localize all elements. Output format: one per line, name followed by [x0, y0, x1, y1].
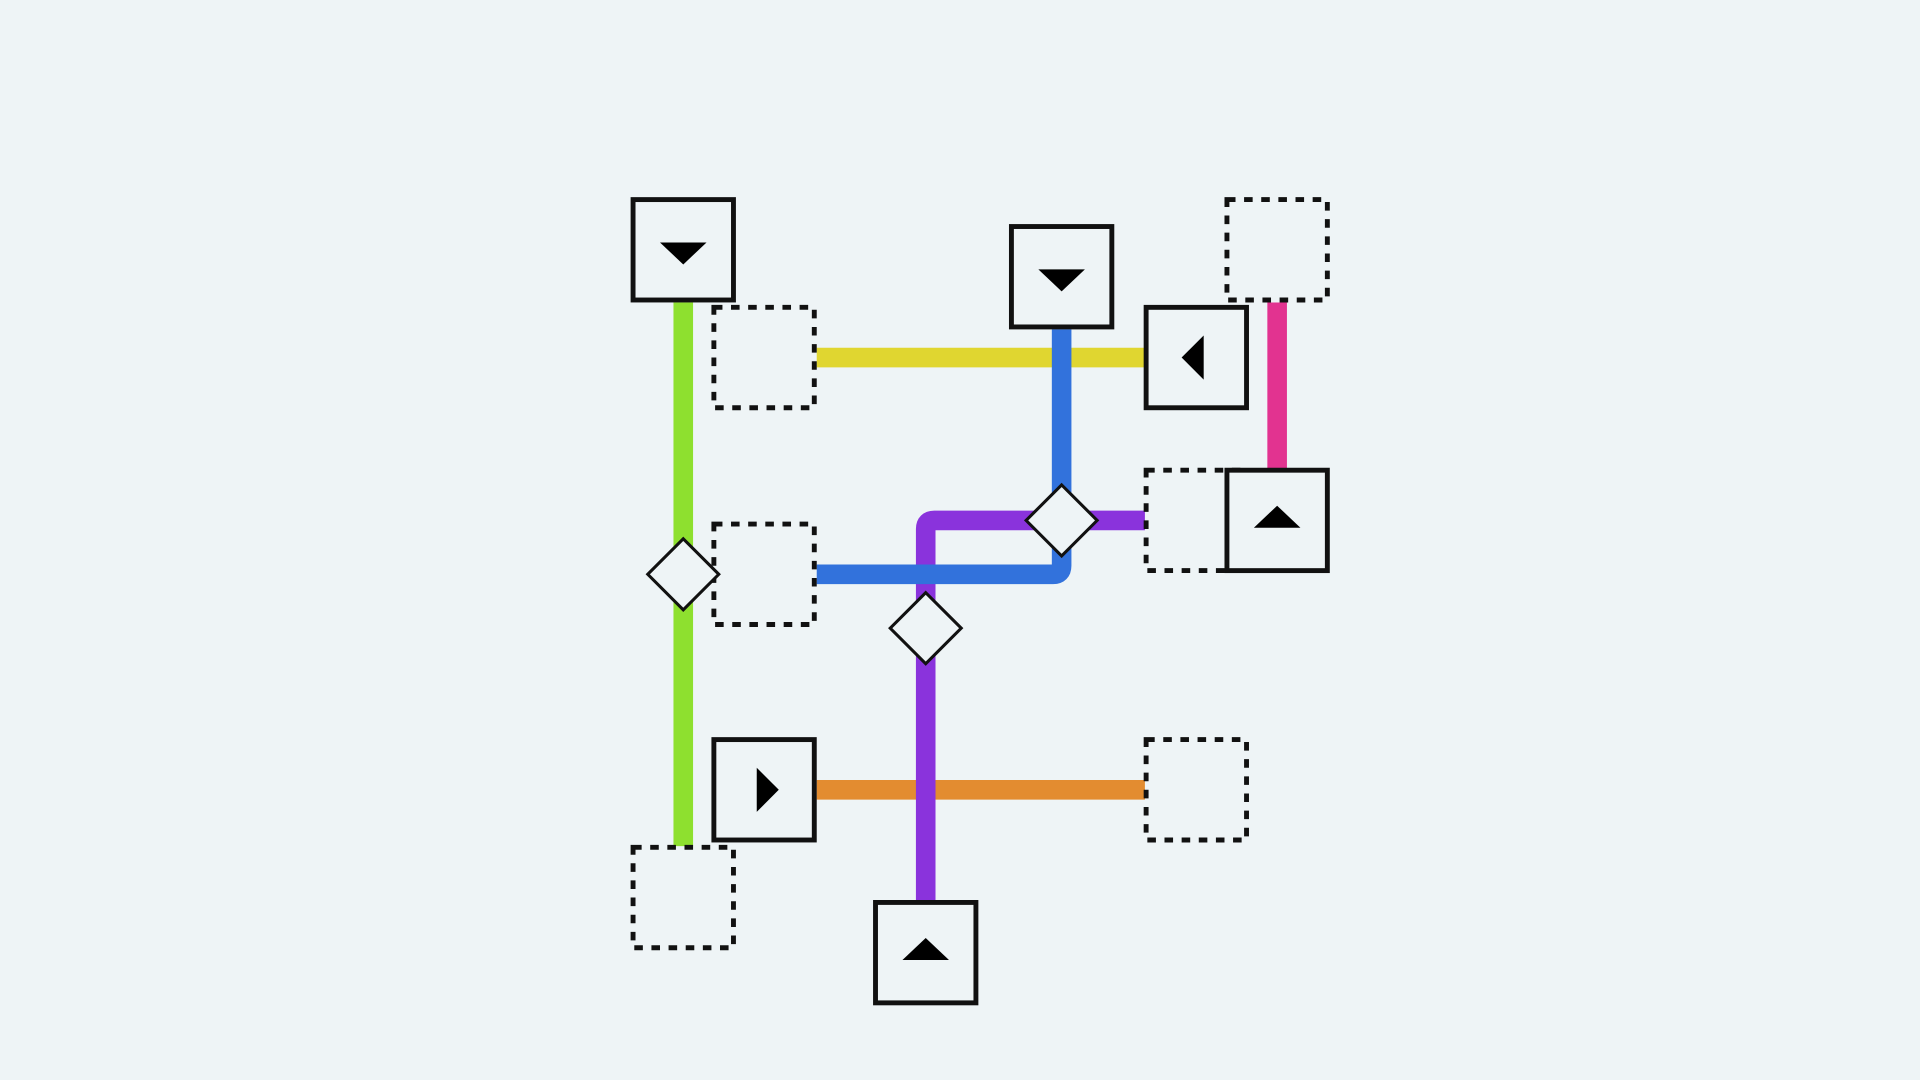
arrow-up-icon: [902, 937, 949, 960]
target-slot[interactable]: [711, 521, 817, 627]
green-arrow-tile[interactable]: [630, 197, 736, 303]
blue-line: [816, 329, 1072, 585]
crossing-diamond[interactable]: [1023, 482, 1100, 559]
yellow-arrow-tile[interactable]: [1143, 304, 1249, 411]
blue-arrow-tile[interactable]: [1008, 224, 1115, 330]
orange-arrow-tile[interactable]: [711, 737, 817, 843]
target-slot[interactable]: [1224, 197, 1330, 303]
arrow-left-icon: [1181, 335, 1204, 380]
purple-line: [915, 510, 1145, 900]
arrow-down-icon: [1038, 269, 1085, 292]
target-slot[interactable]: [630, 844, 736, 951]
tile-frame: [1143, 304, 1249, 411]
arrow-down-icon: [660, 242, 707, 265]
crossing-diamond[interactable]: [888, 590, 964, 666]
pink-arrow-tile[interactable]: [1224, 467, 1330, 574]
target-slot[interactable]: [1143, 737, 1249, 843]
crossing-diamond[interactable]: [645, 536, 721, 612]
target-slot[interactable]: [711, 304, 817, 411]
arrow-right-icon: [756, 767, 779, 812]
arrow-up-icon: [1253, 505, 1301, 528]
purple-arrow-tile[interactable]: [873, 900, 979, 1006]
